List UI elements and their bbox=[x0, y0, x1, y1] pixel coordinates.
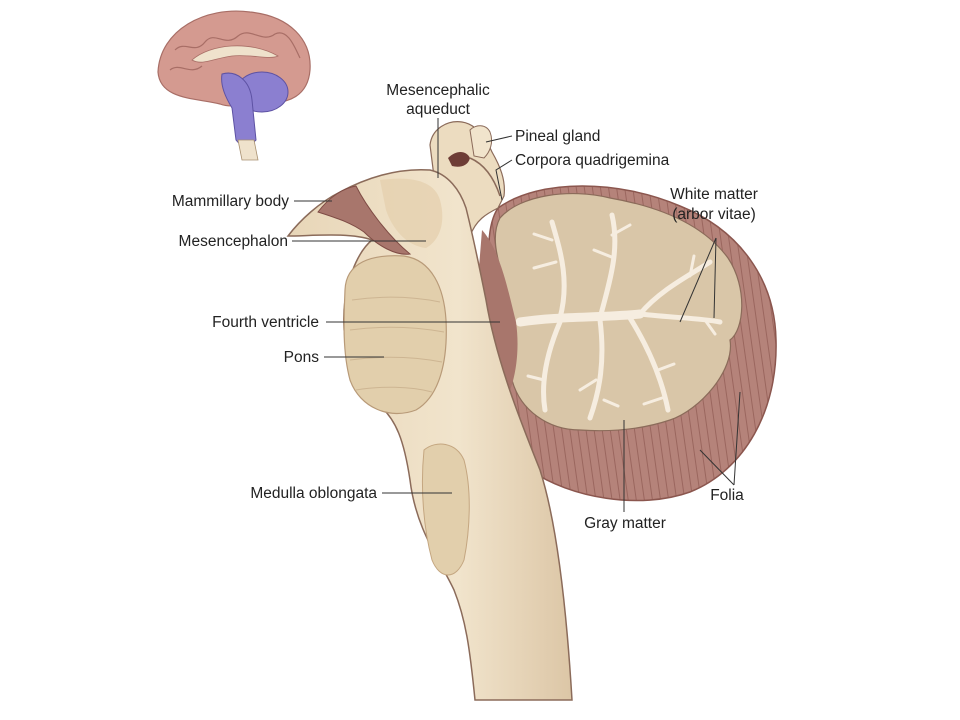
leader-white-matter-2 bbox=[713, 237, 717, 319]
leader-corpora-quadrigemina bbox=[495, 159, 513, 201]
label-gray-matter: Gray matter bbox=[584, 515, 666, 532]
inset-brain-diagram bbox=[157, 10, 311, 161]
label-white-matter-line2: (arbor vitae) bbox=[672, 206, 756, 223]
inset-corpus-callosum bbox=[191, 45, 279, 63]
pineal-gland bbox=[469, 125, 493, 159]
label-corpora-quadrigemina: Corpora quadrigemina bbox=[515, 152, 670, 169]
brainstem bbox=[286, 121, 573, 701]
label-white-matter: White matter bbox=[670, 186, 758, 203]
leader-pineal-gland bbox=[485, 135, 513, 143]
mesencephalic-aqueduct bbox=[448, 152, 470, 167]
inset-spinal-cord bbox=[237, 139, 259, 161]
medulla-oblongata bbox=[421, 443, 470, 576]
pons bbox=[343, 255, 447, 415]
arbor-vitae bbox=[515, 212, 723, 421]
pons-fibers bbox=[349, 296, 445, 393]
labels: Mesencephalic aqueduct Pineal gland Corp… bbox=[172, 82, 758, 532]
label-mesencephalic-aqueduct-line2: aqueduct bbox=[406, 101, 470, 118]
label-medulla-oblongata: Medulla oblongata bbox=[250, 485, 377, 502]
leader-folia bbox=[699, 449, 735, 486]
leader-folia-2 bbox=[733, 391, 741, 486]
label-pons: Pons bbox=[284, 349, 320, 366]
leader-lines bbox=[292, 118, 741, 512]
label-pineal-gland: Pineal gland bbox=[515, 128, 600, 145]
leader-white-matter bbox=[679, 237, 717, 323]
mammillary-body bbox=[317, 185, 412, 255]
label-mesencephalic-aqueduct: Mesencephalic bbox=[386, 82, 490, 99]
label-fourth-ventricle: Fourth ventricle bbox=[212, 314, 319, 331]
cerebellum bbox=[487, 185, 777, 502]
label-folia: Folia bbox=[710, 487, 744, 504]
label-mesencephalon: Mesencephalon bbox=[179, 233, 288, 250]
mesencephalon bbox=[380, 178, 443, 248]
label-mammillary-body: Mammillary body bbox=[172, 193, 289, 210]
corpora-quadrigemina bbox=[469, 157, 501, 197]
